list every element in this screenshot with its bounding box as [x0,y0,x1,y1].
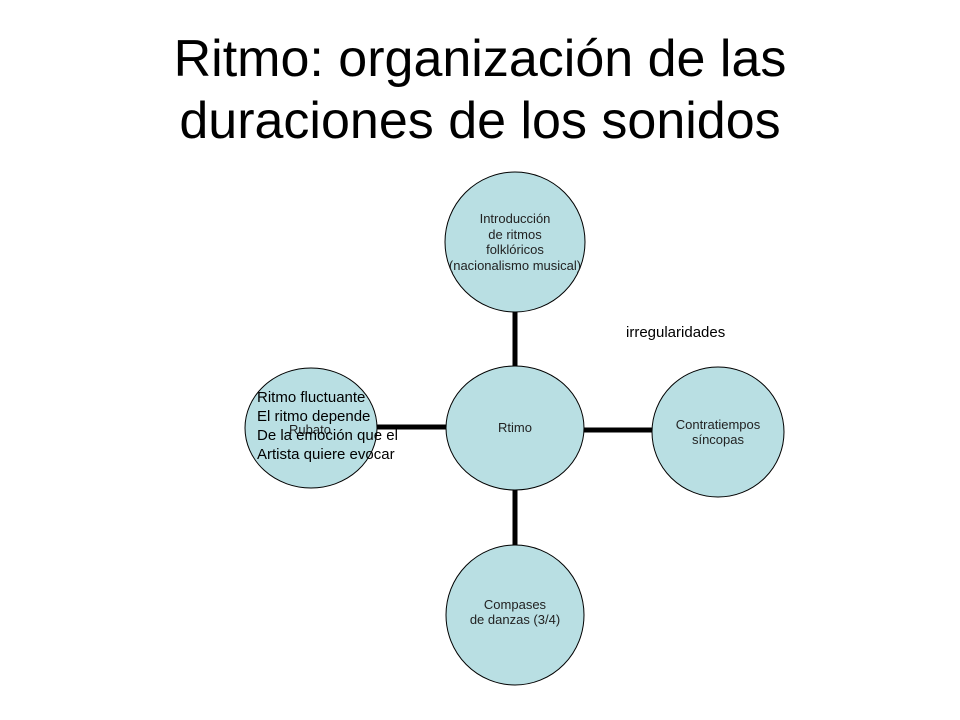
node-right-line-1: Contratiempos [675,416,761,432]
node-top-label: Introducción de ritmos folklóricos (naci… [425,200,605,284]
rubato-note-line-2: El ritmo depende [257,408,371,425]
node-bottom [445,544,585,686]
node-left-label: Rubato [289,422,331,438]
slide-title-line-2: duraciones de los sonidos [179,92,781,150]
node-right-label: Contratiempos síncopas [652,414,784,450]
node-right [651,366,785,498]
node-center [445,365,585,491]
rubato-note: Ritmo fluctuante El ritmo depende De la … [257,388,398,464]
node-right-line-2: síncopas [691,432,745,447]
node-bottom-line-2: de danzas (3/4) [469,612,561,627]
node-bottom-line-1: Compases [483,596,547,612]
node-left [244,367,378,489]
slide-title: Ritmo: organización de las duraciones de… [40,28,920,152]
node-top-line-1: Introducción [479,211,551,226]
rubato-note-line-4: Artista quiere evocar [257,446,395,463]
node-top-line-3: folklóricos [486,242,544,257]
rubato-note-line-3: De la emoción que el [257,427,398,444]
node-center-label: Rtimo [498,420,532,436]
slide-title-line-1: Ritmo: organización de las [173,30,787,88]
irregularidades-annotation: irregularidades [626,324,726,341]
node-top-line-2: de ritmos [488,226,542,242]
node-top-line-4: (nacionalismo musical) [448,257,582,273]
node-top [444,171,586,313]
node-bottom-label: Compases de danzas (3/4) [455,594,575,630]
rubato-note-line-1: Ritmo fluctuante [257,389,366,406]
